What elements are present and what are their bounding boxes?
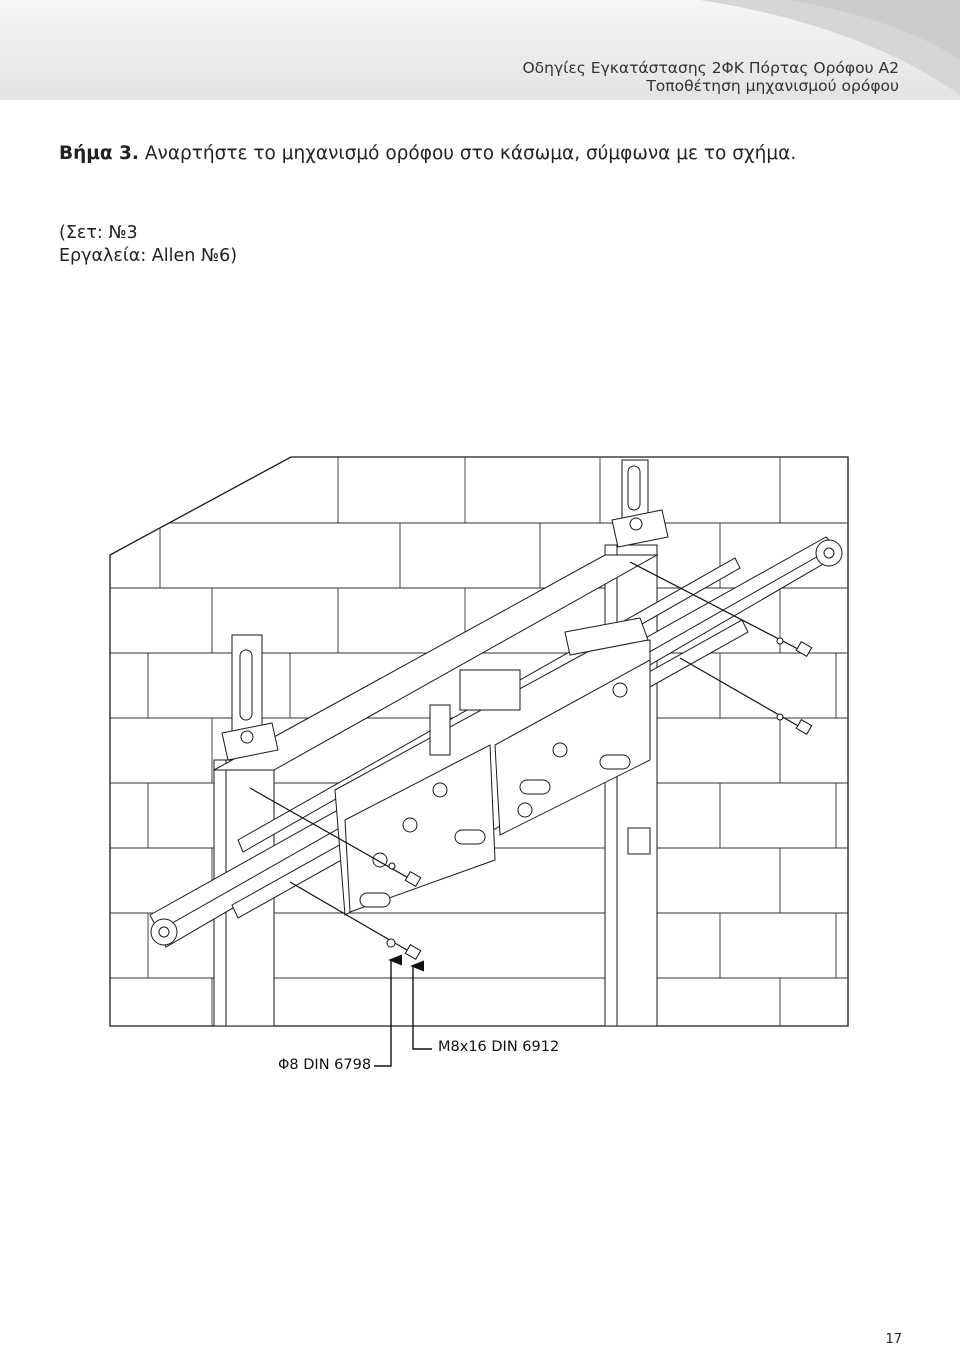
screws xyxy=(386,637,813,961)
document-header: Οδηγίες Εγκατάστασης 2ΦΚ Πόρτας Ορόφου Α… xyxy=(522,59,899,95)
page-number: 17 xyxy=(885,1332,902,1347)
wall-bracket-right xyxy=(611,459,669,548)
wall-bracket-left xyxy=(221,634,279,761)
header-swoosh xyxy=(700,0,960,95)
callout-leaders xyxy=(374,954,432,1067)
step-label: Βήμα 3. xyxy=(59,143,139,164)
tools-note: (Σετ: №3 Εργαλεία: Allen №6) xyxy=(59,222,237,268)
washer-callout: Φ8 DIN 6798 xyxy=(278,1057,372,1073)
section-title: Τοποθέτηση μηχανισμού ορόφου xyxy=(646,77,899,95)
set-number: (Σετ: №3 xyxy=(59,223,138,243)
tools-list: Εργαλεία: Allen №6) xyxy=(59,246,238,266)
screw-callout: M8x16 DIN 6912 xyxy=(438,1039,560,1055)
document-title: Οδηγίες Εγκατάστασης 2ΦΚ Πόρτας Ορόφου Α… xyxy=(522,59,899,77)
step-text: Αναρτήστε το μηχανισμό ορόφου στο κάσωμα… xyxy=(144,143,797,164)
step-instruction: Βήμα 3. Αναρτήστε το μηχανισμό ορόφου στ… xyxy=(59,143,796,164)
mechanism-plates xyxy=(334,617,651,916)
brick-wall-outline xyxy=(109,456,849,1027)
